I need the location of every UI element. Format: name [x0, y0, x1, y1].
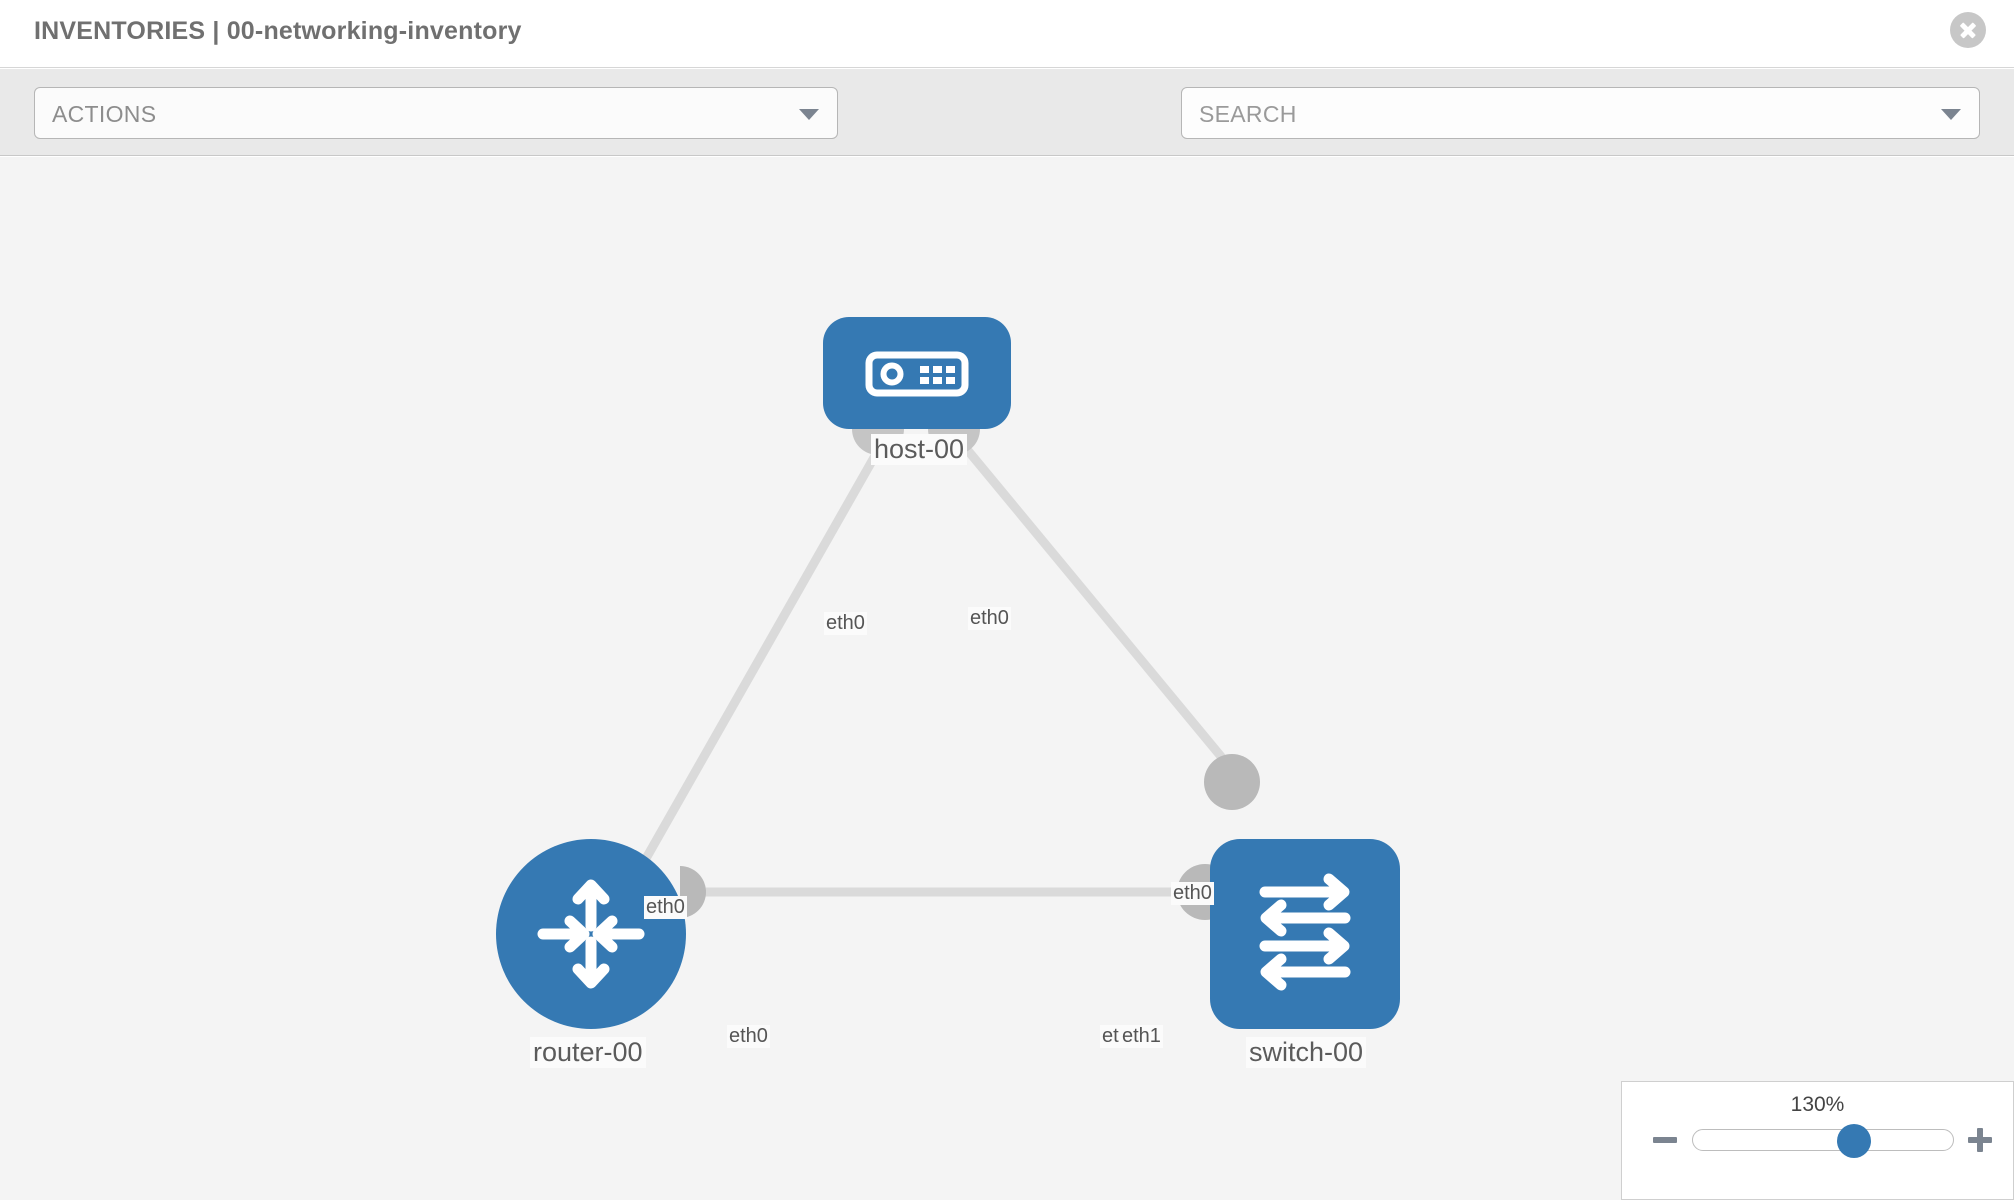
iface-label-router-right: eth0: [727, 1025, 770, 1048]
connector-switch-top[interactable]: [1204, 754, 1260, 810]
switch-node-shape[interactable]: [1210, 839, 1400, 1029]
chevron-down-icon: [799, 109, 819, 120]
topology-canvas[interactable]: host-00 router-00: [0, 157, 2014, 1200]
zoom-in-button[interactable]: [1965, 1125, 1995, 1155]
page-title: INVENTORIES | 00-networking-inventory: [34, 17, 522, 45]
iface-label-router-up: eth0: [644, 896, 687, 919]
zoom-level-value: 130%: [1790, 1093, 1845, 1116]
title-bar: INVENTORIES | 00-networking-inventory: [0, 0, 2014, 68]
actions-dropdown[interactable]: ACTIONS: [34, 87, 838, 139]
link-host-switch[interactable]: [961, 444, 1242, 780]
router-node-shape[interactable]: [496, 839, 686, 1029]
toolbar: ACTIONS SEARCH: [0, 69, 2014, 202]
close-icon[interactable]: [1950, 12, 1986, 48]
switch-arrows-icon: [1259, 873, 1351, 991]
search-placeholder: SEARCH: [1199, 101, 1297, 127]
router-node-label: router-00: [530, 1037, 646, 1068]
topology-links: [636, 429, 1260, 920]
iface-label-host-right: eth0: [968, 607, 1011, 630]
zoom-slider-thumb[interactable]: [1837, 1124, 1871, 1158]
iface-label-switch-up: eth0: [1171, 882, 1214, 905]
host-node-shape[interactable]: [823, 317, 1011, 429]
actions-dropdown-label: ACTIONS: [52, 101, 157, 127]
zoom-slider-track[interactable]: [1692, 1124, 1954, 1158]
zoom-control-panel: 130%: [1621, 1081, 2014, 1200]
router-arrows-icon: [537, 879, 645, 989]
chevron-down-icon[interactable]: [1941, 109, 1961, 120]
iface-label-host-left: eth0: [824, 612, 867, 635]
switch-node-label: switch-00: [1246, 1037, 1367, 1068]
server-icon: [865, 351, 969, 397]
link-host-router[interactable]: [636, 444, 884, 872]
host-node-label: host-00: [871, 434, 968, 465]
iface-label-switch-left-b: eth1: [1120, 1025, 1163, 1048]
zoom-out-button[interactable]: [1650, 1125, 1680, 1155]
search-input[interactable]: SEARCH: [1181, 87, 1980, 139]
